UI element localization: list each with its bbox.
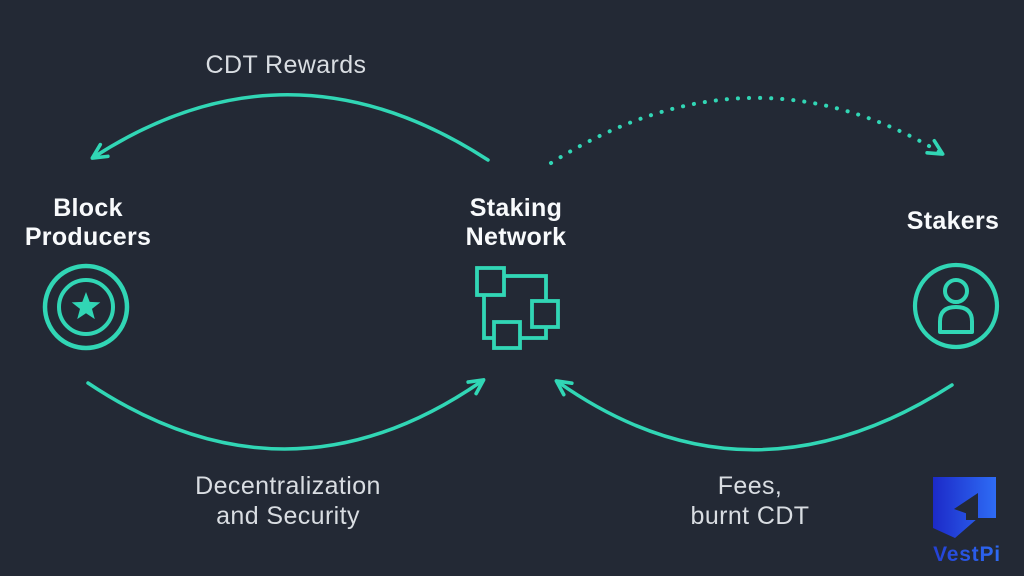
arc-network-to-stakers-dotted [549,95,945,165]
vestpi-logo-text: VestPi [933,543,1001,566]
staking-network-label: Staking Network [466,194,567,252]
fees-label-line1: Fees, [717,472,783,500]
decentralization-label-line2: and Security [216,502,360,530]
person-icon [912,262,1000,350]
star-badge-icon [42,263,130,351]
cdt-rewards-label: CDT Rewards [205,51,367,79]
decentralization-label: Decentralization and Security [195,471,381,531]
star-glyph [71,292,101,320]
arc-fees [554,379,954,452]
block-producers-label-line2: Producers [24,223,152,251]
decentralization-label-line1: Decentralization [195,472,381,500]
fees-label-line2: burnt CDT [690,502,810,530]
block-producers-label-line1: Block [53,194,123,222]
fees-label: Fees, burnt CDT [691,471,810,531]
network-squares-icon [475,266,560,350]
block-producers-label: Block Producers [25,194,151,252]
staking-network-label-line1: Staking [469,194,563,222]
arc-decentralization [86,378,486,451]
staking-network-label-line2: Network [465,223,567,251]
arc-cdt-rewards [90,93,490,162]
vestpi-logo-icon [933,477,996,538]
stakers-label: Stakers [906,207,1000,235]
